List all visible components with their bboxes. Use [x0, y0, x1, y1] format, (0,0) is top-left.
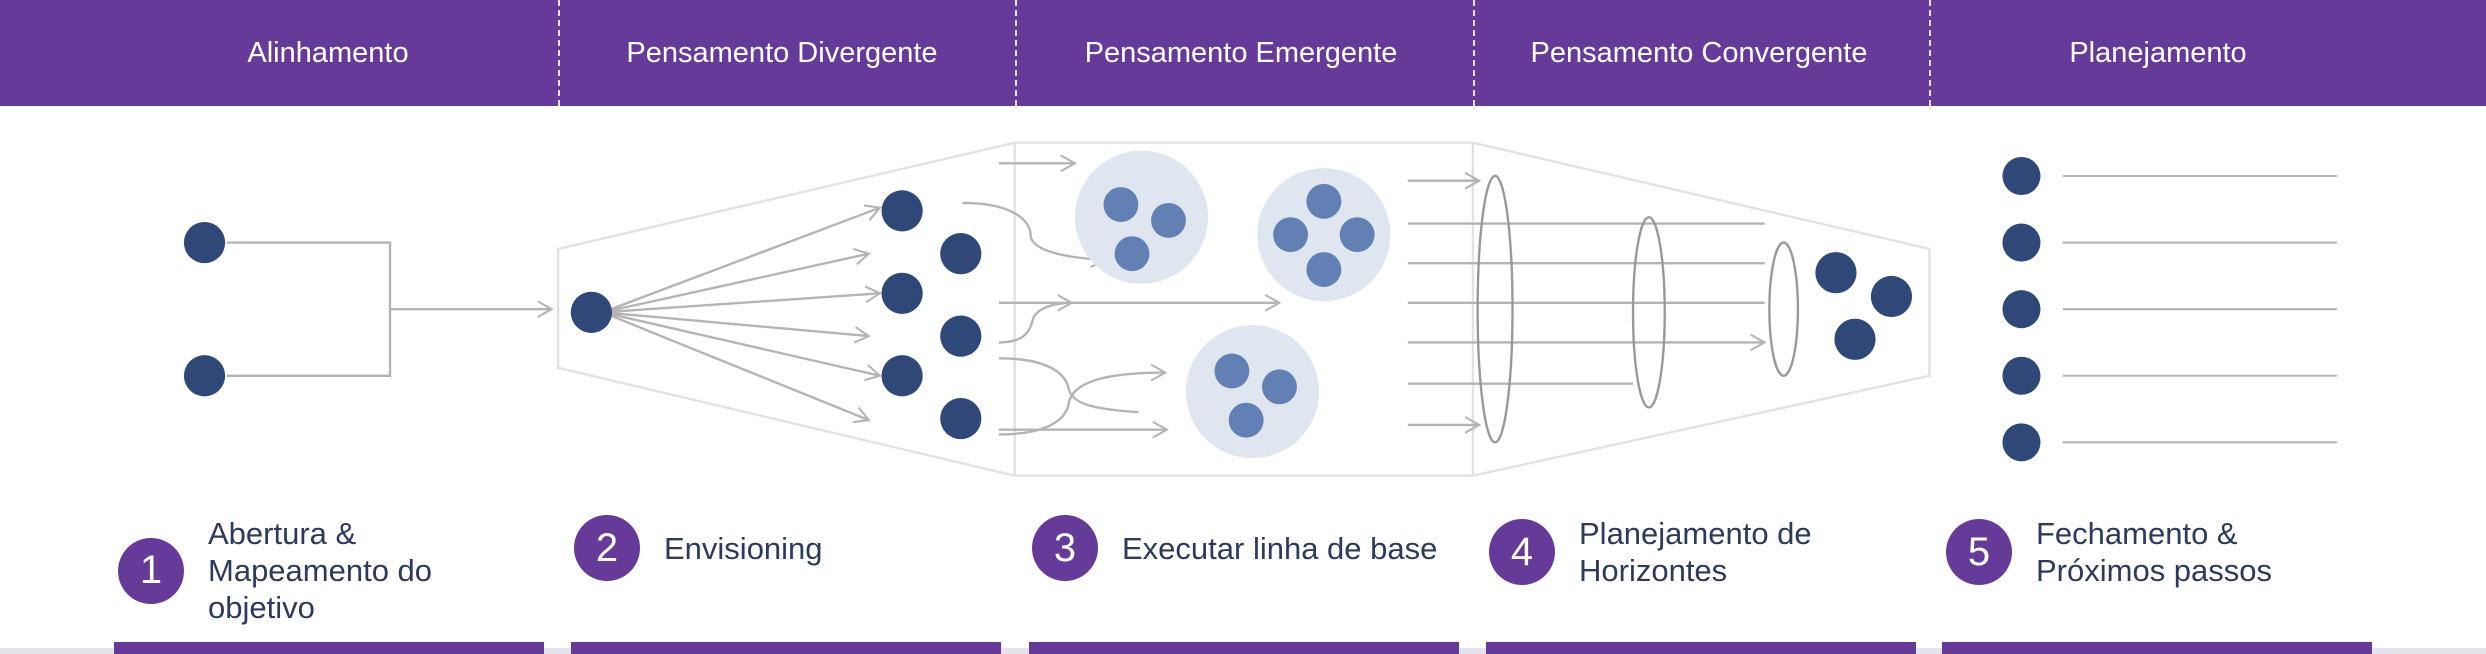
- step-number-badge: 1: [118, 537, 184, 604]
- node: [940, 233, 982, 275]
- step-label: Envisioning: [664, 530, 823, 566]
- phase-divider: [558, 0, 560, 106]
- convergent-arrows: [1407, 181, 1765, 425]
- node: [940, 315, 982, 357]
- step-label: Abertura & Mapeamento do objetivo: [208, 516, 433, 625]
- step-bar: [1942, 642, 2372, 654]
- node: [1870, 275, 1913, 318]
- phase-divergente: Pensamento Divergente: [626, 37, 938, 69]
- step-number-badge: 2: [574, 515, 640, 581]
- node: [1815, 252, 1857, 294]
- phase-alinhamento: Alinhamento: [247, 37, 409, 69]
- step-2: 2 Envisioning: [574, 515, 964, 581]
- phase-divider: [1929, 0, 1931, 106]
- step-bar: [1486, 642, 1916, 654]
- node: [2002, 290, 2041, 329]
- node: [2002, 423, 2041, 462]
- phase-convergente: Pensamento Convergente: [1530, 37, 1868, 69]
- funnel-outline: [556, 141, 1931, 477]
- node: [2002, 156, 2041, 196]
- divergent-arrows: [602, 208, 879, 420]
- node: [881, 355, 923, 397]
- step-1: 1 Abertura & Mapeamento do objetivo: [118, 515, 498, 626]
- phase-header: [0, 0, 2486, 106]
- node: [2002, 223, 2041, 262]
- cluster: [1257, 168, 1391, 302]
- emergent-arrows: [962, 163, 1279, 434]
- node: [1834, 318, 1876, 360]
- plan-list: [2062, 174, 2337, 444]
- filter-lens: [1476, 174, 1800, 444]
- node: [183, 355, 226, 397]
- node: [2002, 356, 2041, 395]
- node: [940, 397, 982, 440]
- step-label: Planejamento de Horizontes: [1579, 516, 1812, 588]
- node: [881, 272, 923, 314]
- phase-emergente: Pensamento Emergente: [1084, 37, 1398, 69]
- step-number-badge: 3: [1032, 515, 1098, 581]
- node: [183, 221, 226, 264]
- node: [570, 291, 612, 333]
- step-3: 3 Executar linha de base: [1032, 515, 1452, 581]
- phase-divider: [1015, 0, 1017, 106]
- step-label: Executar linha de base: [1122, 530, 1438, 566]
- node: [881, 190, 923, 232]
- step-bar: [114, 642, 544, 654]
- step-5: 5 Fechamento & Próximos passos: [1946, 515, 2366, 589]
- step-label: Fechamento & Próximos passos: [2036, 516, 2273, 588]
- step-4: 4 Planejamento de Horizontes: [1489, 515, 1879, 589]
- cluster: [1185, 325, 1320, 459]
- step-bar: [571, 642, 1001, 654]
- phase-planejamento: Planejamento: [2069, 37, 2247, 69]
- step-number-badge: 5: [1946, 519, 2012, 585]
- phase-divider: [1473, 0, 1475, 106]
- cluster: [1074, 150, 1209, 284]
- step-number-badge: 4: [1489, 519, 1555, 585]
- alignment-bracket: [226, 241, 552, 377]
- step-bar: [1029, 642, 1459, 654]
